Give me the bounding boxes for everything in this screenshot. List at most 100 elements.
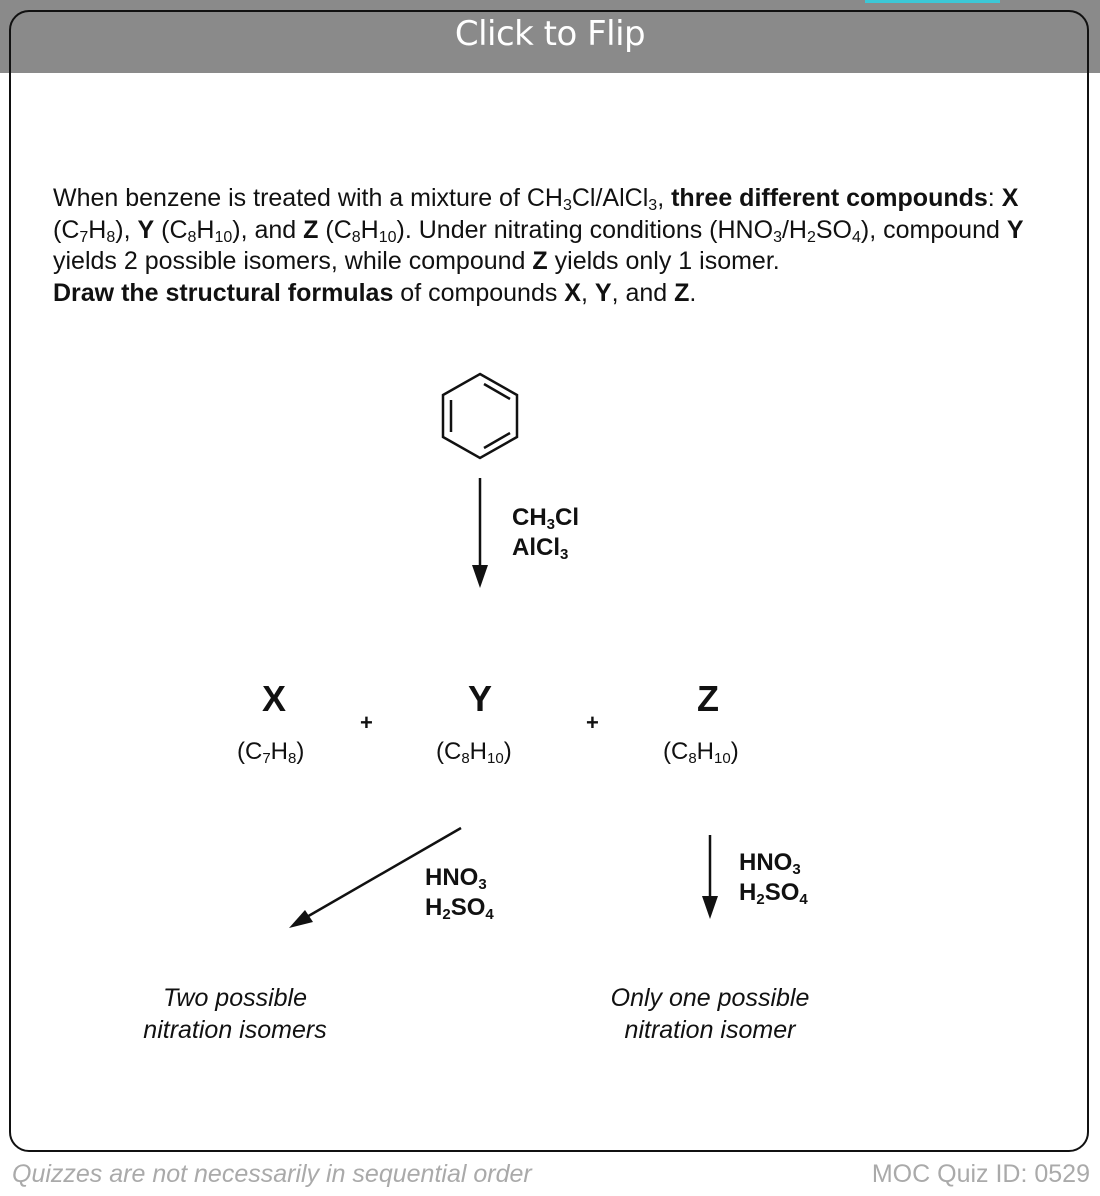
note-z-isomer: Only one possible nitration isomer [610,984,810,1044]
text-segment: of compounds [393,278,565,307]
text-segment: X [1001,184,1019,212]
text-segment: X [564,278,581,307]
text-segment: yields only 1 isomer. [547,247,780,275]
text-segment: H [88,215,107,244]
subscript: 10 [378,228,397,246]
text-segment: Cl [555,504,580,531]
arrowhead [289,910,313,928]
text-segment: Draw the structural formulas [53,278,394,307]
text-segment: Y [594,278,612,307]
nitration-arrow-y [304,826,462,920]
text-segment: AlCl [512,534,560,561]
subscript: 2 [806,228,816,246]
text-segment: : [987,184,1002,212]
subscript: 8 [461,750,470,767]
text-segment: (C [53,215,80,244]
text-segment: , and [611,278,675,307]
compound-z-label: Z [697,678,719,719]
note-y-isomers: Two possible nitration isomers [143,984,327,1044]
text-segment: H [360,215,379,244]
subscript: 4 [485,906,494,923]
text-segment: Y [137,215,155,244]
text-segment: , [580,278,595,307]
text-segment: (C [436,738,462,765]
benzene-ring-icon [441,372,519,460]
compound-x-label: X [262,678,287,719]
text-segment: When benzene is treated with a mixture o… [53,184,563,212]
text-segment: HNO [425,864,479,891]
text-segment: (C [318,215,352,244]
text-segment: (C [663,738,689,765]
text-segment: ) [296,738,305,765]
text-segment: CH [512,504,547,531]
subscript: 3 [546,516,556,533]
subscript: 8 [187,228,197,246]
text-segment: SO [450,894,486,921]
arrowhead [472,565,488,588]
text-segment: (C [237,738,263,765]
subscript: 8 [106,228,116,246]
text-segment: H [196,215,215,244]
subscript: 10 [714,750,731,767]
subscript: 3 [648,197,658,214]
flashcard[interactable] [9,10,1089,1152]
text-segment: Z [532,247,548,275]
plus-sign: + [586,710,599,735]
subscript: 3 [562,197,572,214]
subscript: 3 [560,546,569,563]
text-segment: Cl/AlCl [571,184,649,212]
subscript: 8 [688,750,697,767]
subscript: 7 [262,750,271,767]
subscript: 3 [792,861,801,878]
text-segment: H [696,738,715,765]
text-segment: , [657,184,672,212]
text-segment: ) [503,738,512,765]
progress-indicator [865,0,1000,3]
text-segment: three different compounds [671,184,988,212]
text-segment: . [689,278,697,307]
subscript: 8 [351,228,361,246]
text-segment: ), [115,215,138,244]
text-segment: ). Under nitrating conditions (HNO [396,215,774,244]
flip-button[interactable]: Click to Flip [454,14,646,54]
arrowhead [702,896,718,919]
text-segment: H [739,879,757,906]
compound-y-label: Y [468,678,493,719]
compound-y-formula: (C8H10) [436,738,512,766]
text-segment: Z [674,278,690,307]
subscript: 7 [79,228,89,246]
plus-sign: + [360,710,373,735]
text-segment: SO [815,215,852,244]
subscript: 4 [799,891,808,908]
subscript: 4 [852,228,861,246]
text-segment: /H [781,215,807,244]
text-segment: HNO [739,849,793,876]
text-segment: H [270,738,289,765]
subscript: 3 [478,876,487,893]
text-segment: SO [764,879,800,906]
question-text: When benzene is treated with a mixture o… [53,183,1053,309]
subscript: 2 [442,906,451,923]
text-segment: H [469,738,488,765]
text-segment: ) [730,738,739,765]
text-segment: ), and [232,215,304,244]
footer-disclaimer: Quizzes are not necessarily in sequentia… [12,1160,532,1188]
subscript: 10 [487,750,504,767]
text-segment: yields 2 possible isomers, while compoun… [53,247,533,275]
compound-z-formula: (C8H10) [663,738,739,766]
header-bar [0,0,1100,73]
subscript: 8 [288,750,297,767]
text-segment: Z [303,215,319,244]
compound-x-formula: (C7H8) [237,738,304,766]
subscript: 10 [214,228,233,246]
text-segment: Y [1006,215,1024,244]
text-segment: H [425,894,443,921]
quiz-id: MOC Quiz ID: 0529 [871,1160,1090,1188]
subscript: 3 [773,228,782,246]
text-segment: ), compound [860,215,1007,244]
subscript: 2 [756,891,765,908]
